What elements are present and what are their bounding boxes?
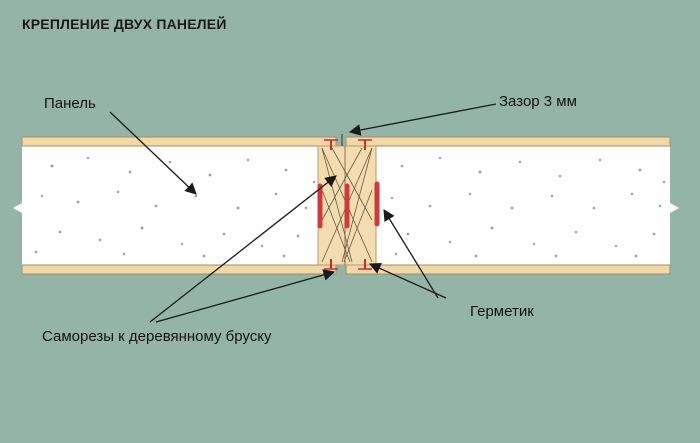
right-panel-core xyxy=(372,146,679,265)
screw-top-left xyxy=(324,139,338,150)
diagram-title: КРЕПЛЕНИЕ ДВУХ ПАНЕЛЕЙ xyxy=(22,16,227,32)
label-gap: Зазор 3 мм xyxy=(499,93,577,110)
left-panel-top-facing xyxy=(21,136,337,147)
arrow-sealant-2 xyxy=(368,262,447,299)
left-panel xyxy=(13,136,337,275)
right-panel-foam-texture xyxy=(390,156,666,258)
sealant-strips xyxy=(317,181,380,229)
right-panel-top-facing xyxy=(345,136,671,147)
label-panel: Панель xyxy=(44,95,96,112)
callout-arrows xyxy=(109,103,497,323)
label-sealant: Герметик xyxy=(470,303,534,320)
arrow-panel xyxy=(109,111,197,195)
label-screws: Саморезы к деревянному бруску xyxy=(42,328,272,345)
left-panel-bottom-facing xyxy=(21,264,337,275)
screw-bottom-left xyxy=(324,259,338,270)
arrow-sealant-1 xyxy=(383,209,439,299)
arrow-gap xyxy=(348,103,497,136)
left-panel-core xyxy=(13,146,334,265)
right-panel-bottom-facing xyxy=(345,264,671,275)
arrow-screws-2 xyxy=(155,269,336,323)
screw-top-right xyxy=(358,139,372,150)
screws xyxy=(324,139,372,270)
arrow-screws-1 xyxy=(149,175,337,323)
left-panel-foam-texture xyxy=(34,156,316,258)
right-panel xyxy=(345,136,679,275)
